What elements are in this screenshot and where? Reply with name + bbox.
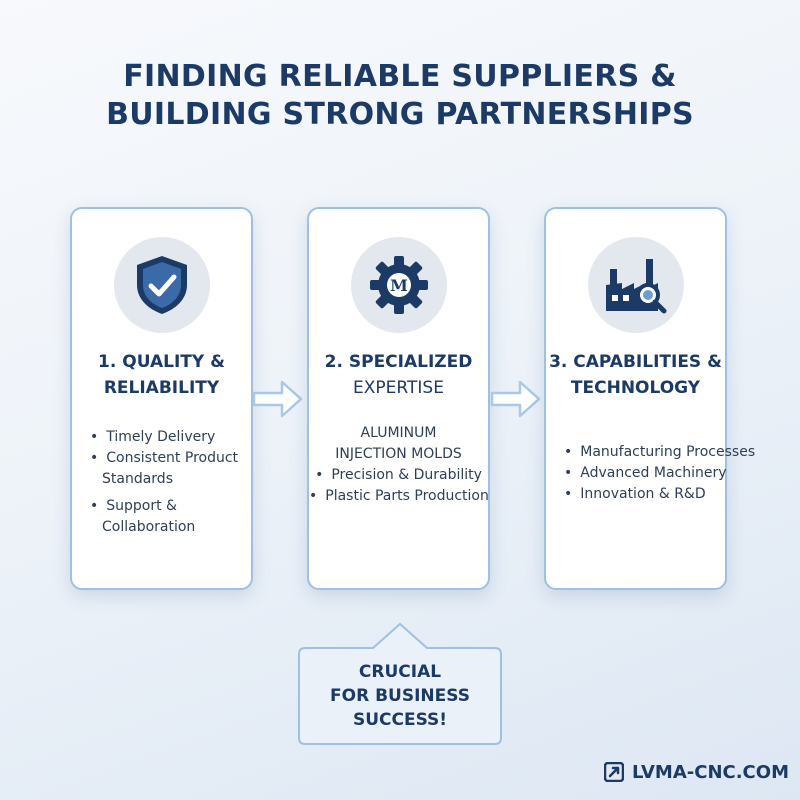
factory-search-icon [605,259,666,314]
card-capabilities-technology: 3. CAPABILITIES & TECHNOLOGY Manufacturi… [544,207,755,590]
list-item: Precision & Durability [309,465,488,486]
page-title-line-2: BUILDING STRONG PARTNERSHIPS [106,97,694,132]
brand: LVMA-CNC.COM [604,760,789,784]
page-title: FINDING RELIABLE SUPPLIERS & BUILDING ST… [0,58,800,134]
brand-text: LVMA-CNC.COM [632,761,789,783]
list-item: Innovation & R&D [564,484,725,505]
list-item-continued: Collaboration [102,519,196,535]
list-item: Support & [90,496,251,517]
callout-line-1: CRUCIAL [358,662,442,682]
list-item: Timely Delivery [90,427,251,448]
icon-badge [587,237,684,333]
list-item: Manufacturing Processes [564,442,755,463]
list-heading-line: ALUMINUM [360,425,437,441]
callout-text: CRUCIAL FOR BUSINESS SUCCESS! [295,660,505,732]
callout-line-3: SUCCESS! [352,710,448,730]
feature-list: Timely Delivery Consistent Product Stand… [72,427,251,538]
page-title-line-1: FINDING RELIABLE SUPPLIERS & [123,59,677,94]
card-title-line-2: EXPERTISE [353,378,444,398]
flow-arrow-icon [490,380,541,418]
icon-badge: M [350,237,447,333]
list-item-continued: Standards [102,471,173,487]
callout-line-2: FOR BUSINESS [330,686,470,706]
flow-arrow-icon [252,380,303,418]
card-quality-reliability: 1. QUALITY & RELIABILITY Timely Delivery… [70,207,253,590]
callout-bubble [298,622,502,745]
gear-m-icon: M [369,256,428,314]
list-item: Plastic Parts Production [309,486,489,507]
gear-letter: M [390,276,408,295]
list-item: Advanced Machinery [564,463,726,484]
card-title: 1. QUALITY & RELIABILITY [72,349,251,401]
feature-list: ALUMINUM INJECTION MOLDS Precision & Dur… [309,423,489,507]
card-title-line-1: 3. CAPABILITIES & [549,352,722,372]
list-heading-line: INJECTION MOLDS [335,446,462,462]
shield-check-icon [136,256,187,314]
card-title-line-1: 1. QUALITY & [98,352,225,372]
card-title-line-1: 2. SPECIALIZED [324,352,473,372]
card-title: 2. SPECIALIZED EXPERTISE [309,349,488,401]
brand-logo-icon [604,762,624,782]
icon-badge [113,237,210,333]
list-item: Consistent Product [90,448,251,469]
card-title-line-2: TECHNOLOGY [570,378,701,398]
card-specialized-expertise: M 2. SPECIALIZED EXPERTISE ALUMINUM INJE… [307,207,490,590]
feature-list: Manufacturing Processes Advanced Machine… [546,442,755,505]
card-title-line-2: RELIABILITY [103,378,220,398]
card-title: 3. CAPABILITIES & TECHNOLOGY [546,349,725,401]
